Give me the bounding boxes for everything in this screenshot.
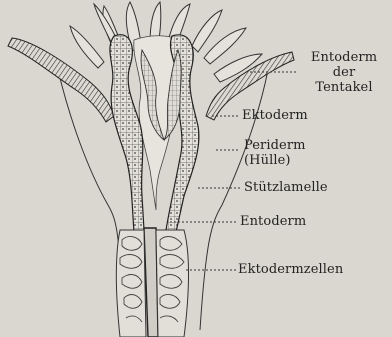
label-line: der bbox=[296, 65, 392, 80]
label-line: Periderm bbox=[244, 138, 306, 153]
label-stuetzlamelle: Stützlamelle bbox=[244, 180, 328, 195]
stalk-ektoderm-right bbox=[156, 230, 189, 337]
label-line: (Hülle) bbox=[244, 153, 306, 168]
label-entoderm-der-tentakel: Entoderm der Tentakel bbox=[296, 50, 392, 95]
label-ektodermzellen: Ektodermzellen bbox=[238, 262, 343, 277]
label-line: Entoderm bbox=[296, 50, 392, 65]
left-tentacle bbox=[8, 38, 114, 122]
label-line: Tentakel bbox=[296, 80, 392, 95]
label-periderm: Periderm (Hülle) bbox=[244, 138, 306, 168]
label-ektoderm: Ektoderm bbox=[242, 108, 308, 123]
label-entoderm: Entoderm bbox=[240, 214, 306, 229]
